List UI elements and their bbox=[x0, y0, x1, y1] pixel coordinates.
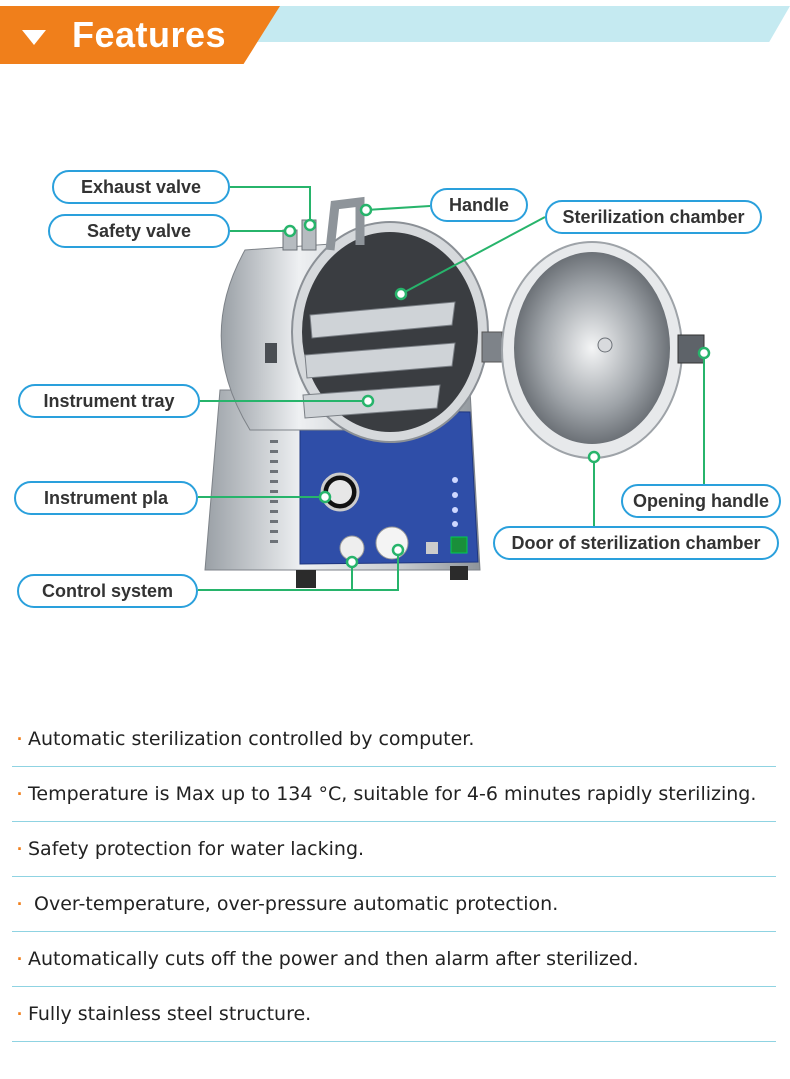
list-item: · Over-temperature, over-pressure automa… bbox=[12, 877, 776, 932]
callout-door-of-chamber: Door of sterilization chamber bbox=[493, 526, 779, 560]
callout-exhaust-valve: Exhaust valve bbox=[52, 170, 230, 204]
feature-list: · Automatic sterilization controlled by … bbox=[12, 712, 776, 1042]
bullet-dot: · bbox=[17, 728, 23, 749]
bullet-dot: · bbox=[17, 783, 23, 804]
autoclave-illustration bbox=[198, 186, 711, 591]
list-item: · Safety protection for water lacking. bbox=[12, 822, 776, 877]
callout-handle: Handle bbox=[430, 188, 528, 222]
list-item: · Fully stainless steel structure. bbox=[12, 987, 776, 1042]
callout-control-system: Control system bbox=[17, 574, 198, 608]
callout-safety-valve: Safety valve bbox=[48, 214, 230, 248]
header-tab bbox=[0, 6, 280, 64]
list-item: · Automatic sterilization controlled by … bbox=[12, 712, 776, 767]
feature-text: Temperature is Max up to 134 °C, suitabl… bbox=[28, 783, 757, 805]
header-accent-bar bbox=[229, 6, 790, 42]
chevron-down-icon bbox=[22, 30, 46, 45]
section-title: Features bbox=[72, 14, 227, 55]
feature-text: Automatic sterilization controlled by co… bbox=[28, 728, 475, 750]
bullet-dot: · bbox=[17, 1003, 23, 1024]
bullet-dot: · bbox=[17, 838, 23, 859]
callout-instrument-tray: Instrument tray bbox=[18, 384, 200, 418]
feature-text: Automatically cuts off the power and the… bbox=[28, 948, 639, 970]
callout-sterilization-chamber: Sterilization chamber bbox=[545, 200, 762, 234]
feature-text: Safety protection for water lacking. bbox=[28, 838, 365, 860]
list-item: · Temperature is Max up to 134 °C, suita… bbox=[12, 767, 776, 822]
feature-text: Fully stainless steel structure. bbox=[28, 1003, 312, 1025]
bullet-dot: · bbox=[17, 893, 23, 914]
list-item: · Automatically cuts off the power and t… bbox=[12, 932, 776, 987]
bullet-dot: · bbox=[17, 948, 23, 969]
section-header: Features bbox=[0, 0, 790, 64]
feature-text: Over-temperature, over-pressure automati… bbox=[28, 893, 559, 915]
callout-instrument-pla: Instrument pla bbox=[14, 481, 198, 515]
callout-opening-handle: Opening handle bbox=[621, 484, 781, 518]
product-diagram: Exhaust valve Safety valve Handle Steril… bbox=[0, 150, 790, 620]
